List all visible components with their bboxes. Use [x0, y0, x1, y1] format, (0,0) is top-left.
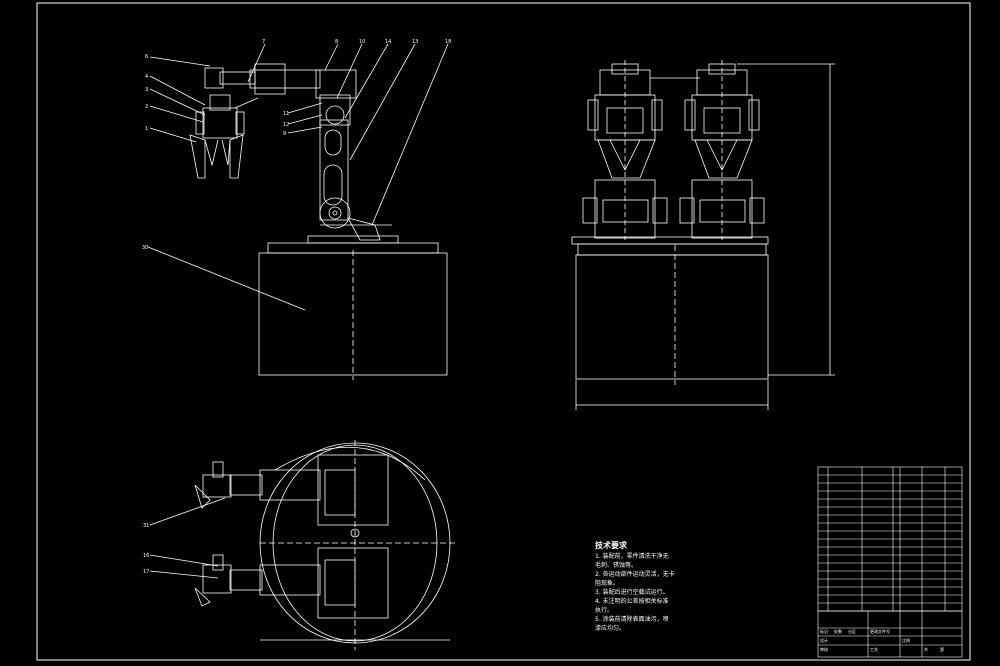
note-line: 毛刺、锈蚀等。 [595, 562, 638, 569]
note-line: 3. 装配后进行空载试运行。 [595, 589, 669, 596]
title-block-label: 比例 [902, 638, 910, 643]
balloon-number: 30 [142, 245, 148, 251]
title-block-label: 审核 [820, 647, 828, 652]
balloon-number: 9 [283, 131, 286, 137]
balloon-number: 13 [412, 39, 418, 45]
balloon-labels: 6 4 3 2 1 7 8 10 14 13 18 11 12 9 30 31 … [142, 39, 451, 575]
title-block-label: 分区 [848, 629, 856, 634]
title-block-label: 设计 [820, 638, 828, 643]
title-block-label: 处数 [834, 629, 842, 634]
balloon-number: 4 [145, 74, 148, 80]
balloon-number: 2 [145, 104, 148, 110]
note-line: 5. 涂装前清除表面油污，喷 [595, 616, 669, 623]
balloon-number: 10 [359, 39, 365, 45]
note-line: 阻现象。 [595, 580, 620, 587]
balloon-number: 6 [145, 54, 148, 60]
balloon-number: 17 [143, 569, 149, 575]
title-block [817, 610, 963, 658]
note-line: 1. 装配前，零件清洗干净无 [595, 553, 669, 560]
front-view [147, 43, 449, 380]
note-line: 4. 未注明的公差按相关标准 [595, 598, 669, 605]
title-block-label: 共 [924, 647, 928, 652]
note-line: 2. 各运动部件运动灵活，无卡 [595, 571, 675, 578]
balloon-number: 1 [145, 126, 148, 132]
notes-title: 技术要求 [595, 541, 627, 550]
title-block-label: 更改文件号 [870, 629, 890, 634]
balloon-number: 18 [445, 39, 451, 45]
balloon-number: 31 [143, 523, 149, 529]
balloon-number: 16 [143, 553, 149, 559]
balloon-number: 14 [385, 39, 391, 45]
outer-frame [36, 2, 971, 661]
side-view [571, 60, 835, 410]
balloon-number: 12 [283, 122, 289, 128]
title-block-label: 第 [940, 647, 944, 652]
top-view [149, 440, 455, 650]
balloon-number: 11 [283, 111, 289, 117]
balloon-number: 8 [335, 39, 338, 45]
technical-requirements: 技术要求 1. 装配前，零件清洗干净无 毛刺、锈蚀等。 2. 各运动部件运动灵活… [595, 541, 675, 633]
note-line: 漆应均匀。 [595, 625, 626, 632]
balloon-number: 7 [262, 39, 265, 45]
title-block-label: 工艺 [870, 647, 878, 652]
title-block-label: 标记 [820, 629, 828, 634]
note-line: 执行。 [595, 607, 614, 614]
parts-list [817, 466, 963, 612]
balloon-number: 3 [145, 87, 148, 93]
